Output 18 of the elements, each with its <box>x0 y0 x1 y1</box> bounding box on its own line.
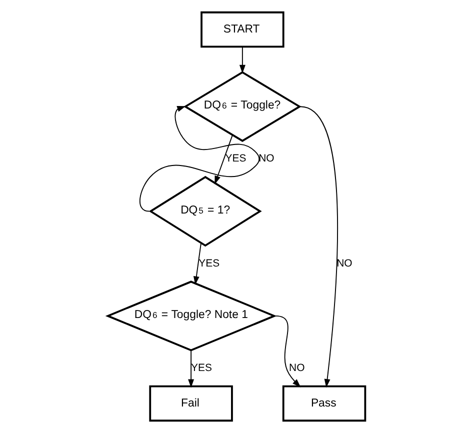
node-box: START <box>200 11 284 48</box>
arrow <box>188 350 194 388</box>
node-box: Pass <box>282 385 366 422</box>
arrow <box>138 106 260 212</box>
edge-label: YES <box>198 258 220 270</box>
edge-label: NO <box>288 362 304 374</box>
node-diamond: DQ6 = Toggle? <box>182 71 301 142</box>
node-box: Fail <box>148 385 232 422</box>
arrow <box>274 315 300 388</box>
edge-label: YES <box>190 362 212 374</box>
edge-label: YES <box>224 154 246 165</box>
arrow <box>238 46 245 74</box>
arrow <box>300 106 338 388</box>
arrow <box>214 134 232 184</box>
node-diamond: DQ6 = Toggle? Note 1 <box>104 280 276 352</box>
edge-label: NO <box>258 154 274 165</box>
edge-label: NO <box>336 258 352 270</box>
arrow <box>192 242 202 285</box>
